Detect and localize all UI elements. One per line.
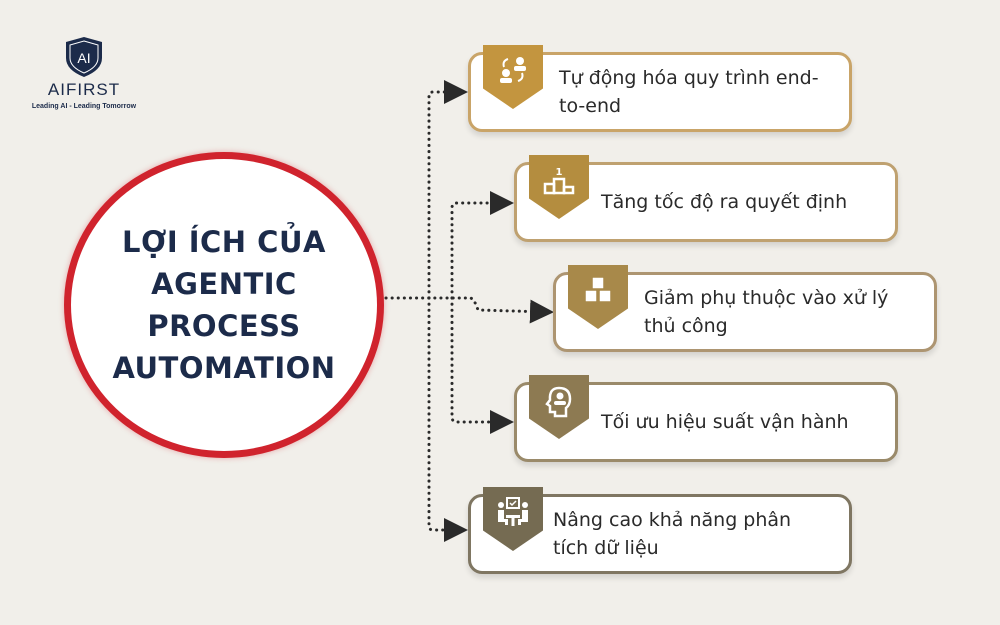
- benefit-label: Tăng tốc độ ra quyết định: [601, 191, 848, 213]
- benefit-label: Tối ưu hiệu suất vận hành: [601, 411, 849, 433]
- logo: AI AIFIRST Leading AI - Leading Tomorrow: [24, 36, 144, 110]
- benefit-card-2: 1 Tăng tốc độ ra quyết định: [514, 155, 898, 242]
- central-title: LỢI ÍCH CỦA AGENTIC PROCESS AUTOMATION: [112, 225, 336, 385]
- benefit-label: Giảm phụ thuộc vào xử lý thủ công: [644, 287, 889, 337]
- benefit-label: Nâng cao khả năng phân tích dữ liệu: [553, 509, 792, 559]
- logo-tagline: Leading AI - Leading Tomorrow: [31, 103, 137, 110]
- svg-text:1: 1: [556, 167, 563, 178]
- people-exchange-icon: [483, 45, 543, 109]
- podium-icon: 1: [529, 155, 589, 219]
- benefit-card-1: Tự động hóa quy trình end-to-end: [468, 45, 852, 132]
- benefit-card-4: Tối ưu hiệu suất vận hành: [514, 375, 898, 462]
- cubes-icon: [568, 265, 628, 329]
- head-person-icon: [529, 375, 589, 439]
- benefit-card-3: Giảm phụ thuộc vào xử lý thủ công: [553, 265, 937, 352]
- shield-logo-icon: AI: [66, 37, 102, 77]
- svg-text:AI: AI: [77, 50, 90, 66]
- meeting-icon: [483, 487, 543, 551]
- benefit-label: Tự động hóa quy trình end-to-end: [559, 67, 819, 117]
- central-topic: LỢI ÍCH CỦA AGENTIC PROCESS AUTOMATION: [64, 152, 384, 458]
- logo-name: AIFIRST: [47, 80, 121, 99]
- benefit-card-5: Nâng cao khả năng phân tích dữ liệu: [468, 487, 852, 574]
